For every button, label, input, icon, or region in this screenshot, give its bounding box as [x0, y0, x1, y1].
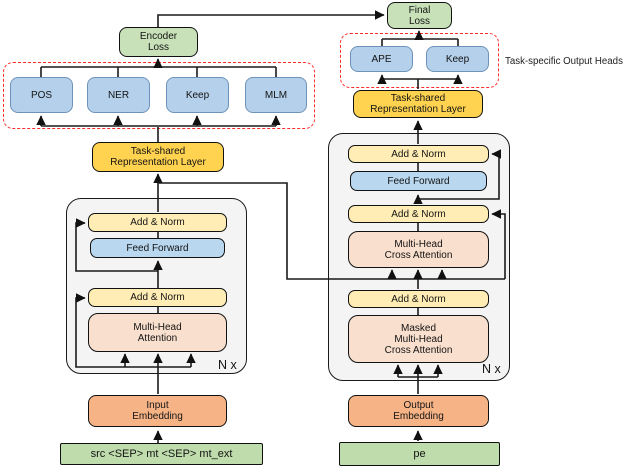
- decoder-feed-forward: Feed Forward: [350, 171, 487, 191]
- head-ner-box: NER: [87, 77, 150, 113]
- decoder-input-tokens: pe: [339, 442, 500, 466]
- encoder-task-shared-layer: Task-shared Representation Layer: [92, 142, 224, 172]
- decoder-add-norm-bottom: Add & Norm: [348, 290, 489, 308]
- head-pos-box: POS: [10, 77, 73, 113]
- task-shared-label: Task-shared: [130, 146, 186, 157]
- encoder-loss-label: Encoder: [139, 31, 178, 42]
- encoder-to-decoder-bridge: [158, 182, 506, 280]
- encoder-nx-label: N x: [218, 358, 237, 372]
- head-keep-label: Keep: [185, 89, 210, 101]
- output-embedding-label: Embedding: [393, 411, 444, 422]
- output-embedding-label: Output: [403, 400, 434, 411]
- feed-forward-label: Feed Forward: [126, 242, 189, 254]
- head-mlm-box: MLM: [245, 77, 307, 113]
- decoder-add-norm-top: Add & Norm: [348, 145, 489, 163]
- input-embedding-label: Embedding: [132, 411, 183, 422]
- head-mlm-label: MLM: [264, 89, 288, 101]
- add-norm-label: Add & Norm: [130, 217, 185, 228]
- cross-attention-label: Cross Attention: [384, 249, 453, 261]
- feed-forward-label: Feed Forward: [387, 175, 450, 187]
- attention-label: Attention: [137, 332, 178, 344]
- add-norm-label: Add & Norm: [391, 293, 446, 305]
- head-ape-label: APE: [371, 53, 392, 65]
- decoder-add-norm-middle: Add & Norm: [348, 205, 489, 223]
- head-pos-label: POS: [30, 89, 53, 101]
- decoder-input-tokens-label: pe: [413, 447, 426, 460]
- final-loss-label: Final: [408, 4, 431, 16]
- head-keep2-label: Keep: [445, 53, 470, 65]
- encoder-loss-label: Loss: [147, 42, 170, 53]
- encoder-loss-box: Encoder Loss: [119, 27, 198, 57]
- encoder-input-tokens-label: src <SEP> mt <SEP> mt_ext: [90, 447, 233, 460]
- head-ner-label: NER: [107, 89, 130, 101]
- input-embedding-box: Input Embedding: [88, 395, 227, 427]
- final-loss-label: Loss: [408, 15, 431, 27]
- decoder-multi-head-cross-attention: Multi-Head Cross Attention: [348, 231, 489, 268]
- task-shared-label: Representation Layer: [370, 104, 466, 115]
- masked-cross-attention-label: Multi-Head: [394, 333, 443, 345]
- masked-cross-attention-label: Masked: [400, 322, 436, 334]
- attention-label: Multi-Head: [133, 321, 182, 333]
- encoder-add-norm-top: Add & Norm: [88, 213, 227, 232]
- cross-attention-label: Multi-Head: [394, 238, 443, 250]
- input-embedding-label: Input: [146, 400, 169, 411]
- decoder-task-shared-layer: Task-shared Representation Layer: [353, 90, 483, 118]
- task-specific-heads-label: Task-specific Output Heads: [505, 56, 623, 67]
- task-shared-label: Representation Layer: [110, 157, 206, 168]
- add-norm-label: Add & Norm: [391, 208, 446, 220]
- final-loss-box: Final Loss: [387, 2, 452, 29]
- encoder-multi-head-attention: Multi-Head Attention: [88, 313, 227, 352]
- head-keep-box: Keep: [166, 77, 229, 113]
- head-keep2-box: Keep: [426, 46, 489, 72]
- decoder-masked-multi-head-cross-attention: Masked Multi-Head Cross Attention: [348, 315, 489, 363]
- add-norm-label: Add & Norm: [130, 292, 185, 303]
- task-shared-label: Task-shared: [390, 93, 446, 104]
- decoder-connectors: [377, 30, 502, 441]
- encoder-connectors: [36, 10, 385, 443]
- decoder-nx-label: N x: [482, 362, 501, 376]
- output-embedding-box: Output Embedding: [348, 395, 489, 427]
- head-ape-box: APE: [350, 46, 413, 72]
- add-norm-label: Add & Norm: [391, 148, 446, 160]
- encoder-input-tokens: src <SEP> mt <SEP> mt_ext: [60, 443, 263, 465]
- masked-cross-attention-label: Cross Attention: [384, 344, 453, 356]
- encoder-add-norm-bottom: Add & Norm: [88, 288, 227, 307]
- encoder-feed-forward: Feed Forward: [90, 238, 225, 258]
